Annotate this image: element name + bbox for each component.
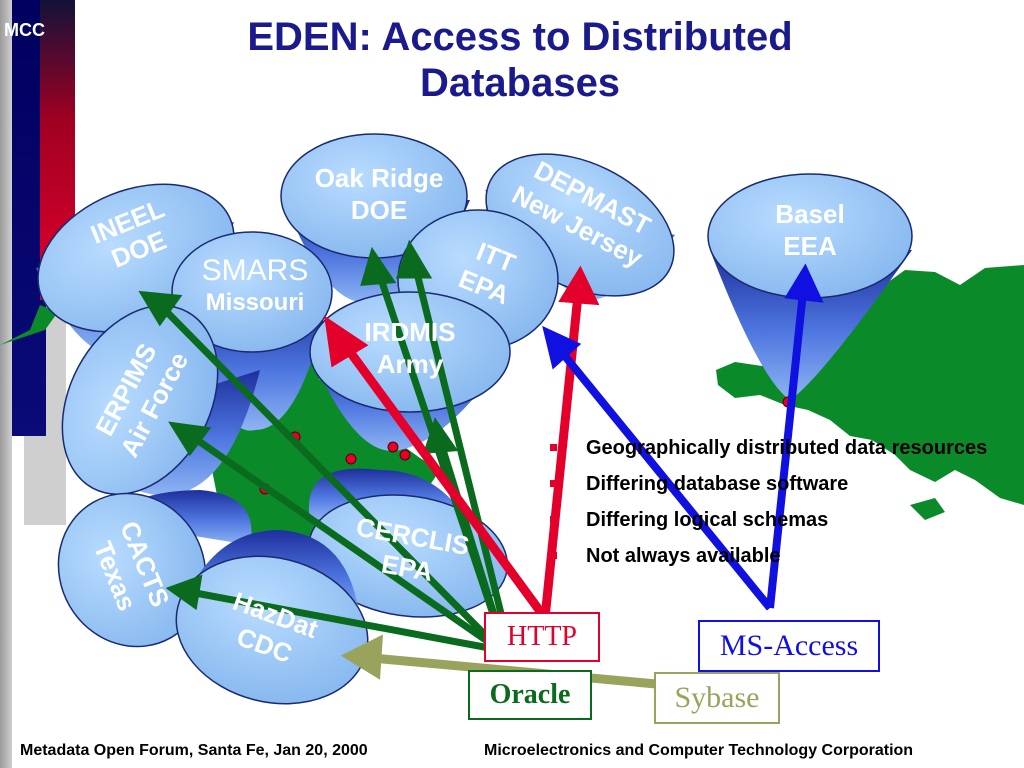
bullet-marker-icon (550, 444, 557, 451)
ms-access-connections (542, 263, 824, 611)
db-hazdat-cylinder (175, 530, 369, 705)
corner-label: MCC (4, 20, 45, 40)
db-cacts-cylinder (57, 490, 252, 648)
db-oak-ridge-cylinder (280, 133, 470, 303)
oracle-connections (138, 239, 514, 654)
europe-island (910, 498, 945, 520)
bullet-marker-icon (550, 480, 557, 487)
europe-map (716, 265, 1024, 505)
bullet-item: Differing database software (548, 472, 988, 496)
bullet-item: Differing logical schemas (548, 508, 988, 532)
oracle-box: Oracle (468, 670, 592, 720)
bullet-list: Geographically distributed data resource… (548, 436, 988, 580)
db-basel-cylinder (707, 173, 913, 400)
page-title: EDEN: Access to Distributed Databases (247, 15, 793, 105)
us-map-hawaii (0, 305, 58, 345)
bullet-item: Not always available (548, 544, 988, 568)
db-erpims-cylinder (61, 305, 260, 496)
bullet-item: Geographically distributed data resource… (548, 436, 988, 460)
bullet-marker-icon (550, 552, 557, 559)
db-smars-cylinder (171, 231, 333, 431)
footer-right: Microelectronics and Computer Technology… (484, 742, 914, 759)
sybase-box: Sybase (654, 672, 780, 724)
footer-left: Metadata Open Forum, Santa Fe, Jan 20, 2… (20, 742, 368, 759)
side-bar-gray-strip (0, 0, 12, 768)
http-box: HTTP (484, 612, 600, 662)
ms-access-box: MS-Access (698, 620, 880, 672)
bullet-marker-icon (550, 516, 557, 523)
db-smars-label: SMARS Missouri (201, 254, 309, 316)
